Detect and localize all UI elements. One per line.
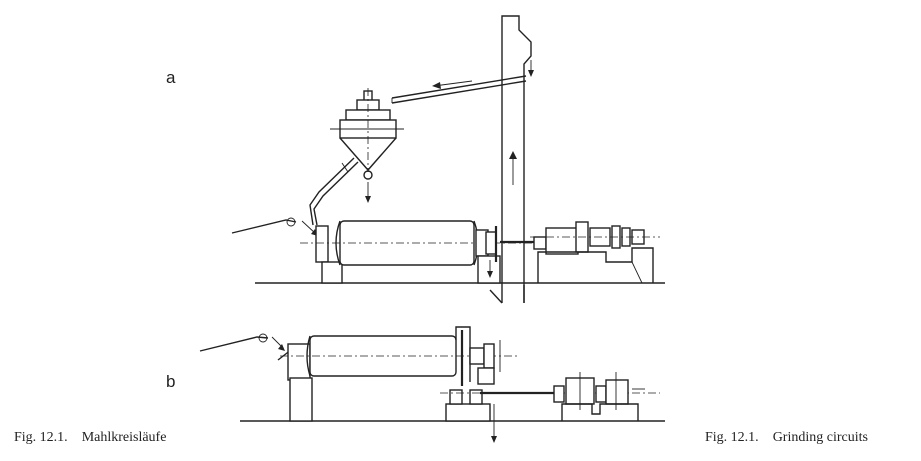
label-b: b xyxy=(166,372,176,391)
label-a: a xyxy=(166,68,176,87)
gearbox-motor-b xyxy=(553,372,645,421)
caption-right-number: Fig. 12.1. xyxy=(705,430,759,445)
bucket-elevator xyxy=(489,15,534,304)
drive-train-a xyxy=(500,221,660,284)
caption-left-text: Mahlkreisläufe xyxy=(81,430,167,445)
inclined-conveyor xyxy=(391,75,527,104)
cyclone-separator xyxy=(309,88,404,226)
caption-left: Fig. 12.1. Mahlkreisläufe xyxy=(14,430,166,446)
caption-right-text: Grinding circuits xyxy=(772,430,868,445)
caption-left-number: Fig. 12.1. xyxy=(14,430,68,445)
diagram-a xyxy=(231,15,665,304)
diagram-b xyxy=(199,326,665,443)
tube-mill-a xyxy=(300,220,540,284)
feed-line-a xyxy=(231,217,318,236)
caption-right: Fig. 12.1. Grinding circuits xyxy=(705,430,868,446)
feed-line-b xyxy=(199,333,297,361)
tube-mill-b xyxy=(280,326,520,443)
